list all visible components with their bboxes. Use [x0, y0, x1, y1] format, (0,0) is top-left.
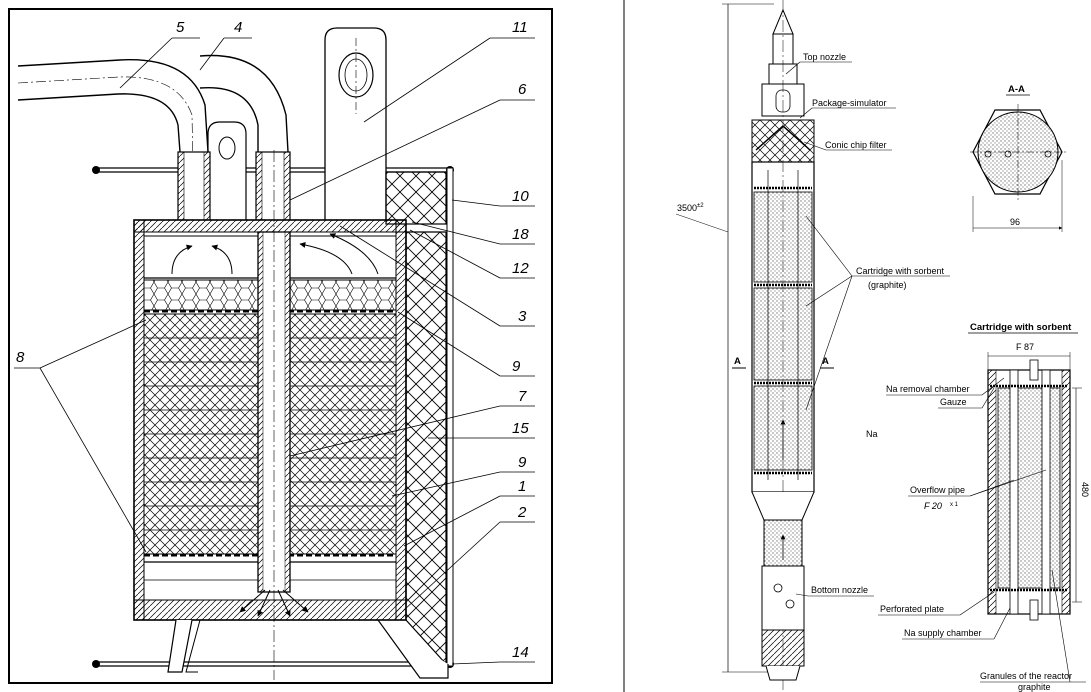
- label-overflow-size-suffix: x 1: [950, 502, 959, 508]
- label-granules-line1: Granules of the reactor: [980, 671, 1072, 681]
- label-bottom-nozzle: Bottom nozzle: [811, 585, 868, 595]
- callout-12: 11: [512, 19, 528, 36]
- callout-18: 18: [512, 226, 529, 243]
- label-gauze: Gauze: [940, 397, 967, 407]
- callout-11: 10: [512, 188, 529, 205]
- section-mark-left: A: [734, 356, 741, 367]
- label-na-removal-chamber: Na removal chamber: [886, 384, 970, 394]
- right-figure: 3500 ±2: [675, 0, 1090, 692]
- label-na-supply-chamber: Na supply chamber: [904, 628, 982, 638]
- bottom-rail: [92, 660, 454, 668]
- label-graphite: (graphite): [868, 280, 907, 290]
- callout-14: 14: [512, 644, 529, 661]
- length-dim-value: 3500: [677, 203, 697, 213]
- label-package-simulator: Package-simulator: [812, 98, 887, 108]
- length-dim-tolerance: ±2: [697, 203, 704, 209]
- callout-9: 9: [518, 454, 527, 471]
- label-overflow-size: F 20: [924, 501, 942, 511]
- vessel-housing: [133, 150, 407, 680]
- section-marks: A A: [732, 356, 834, 369]
- section-a-a: A-A 96: [970, 84, 1066, 232]
- label-perforated-plate: Perforated plate: [880, 604, 944, 614]
- callout-6: 6: [518, 81, 527, 98]
- detail-height: 480: [1080, 482, 1090, 497]
- detail-diameter: F 87: [1016, 342, 1034, 352]
- section-width: 96: [1010, 217, 1020, 227]
- callout-15: 15: [512, 420, 529, 437]
- label-cartridge-with-sorbent: Cartridge with sorbent: [856, 266, 945, 276]
- detail-title: Cartridge with sorbent: [970, 322, 1072, 333]
- assembly-body: [751, 0, 815, 690]
- label-conic-chip-filter: Conic chip filter: [825, 140, 887, 150]
- pipe-5: [17, 59, 211, 225]
- cartridge-detail: Cartridge with sorbent F 87 480: [968, 322, 1090, 621]
- left-figure-frame: [8, 8, 553, 684]
- left-figure: 5 4 11 6 10 18 12 3 9: [8, 8, 553, 684]
- mounting-plate: [324, 27, 387, 224]
- pipe-4: [199, 54, 291, 225]
- callout-10: 9: [512, 358, 521, 375]
- callouts: 5 4 11 6 10 18 12 3 9: [14, 19, 535, 665]
- callout-4: 4: [234, 19, 242, 36]
- label-overflow-pipe: Overflow pipe: [910, 485, 965, 495]
- section-mark-right: A: [822, 356, 829, 367]
- callout-7: 7: [518, 388, 527, 405]
- callout-8: 8: [16, 349, 25, 366]
- callout-2: 2: [517, 504, 527, 521]
- detail-labels: Na removal chamber Gauze Na Overflow pip…: [866, 377, 1086, 692]
- assembly-labels: Top nozzle Package-simulator Conic chip …: [785, 52, 950, 597]
- section-title: A-A: [1008, 84, 1025, 95]
- support-legs: [167, 619, 449, 679]
- callout-13: 12: [512, 260, 529, 277]
- length-dimension: 3500 ±2: [675, 3, 774, 673]
- pipe-lug: [207, 121, 247, 224]
- callout-5: 5: [176, 19, 185, 36]
- label-na: Na: [866, 429, 878, 439]
- label-top-nozzle: Top nozzle: [803, 52, 846, 62]
- label-granules-line2: graphite: [1018, 682, 1051, 692]
- callout-1: 1: [518, 478, 526, 495]
- callout-3: 3: [518, 308, 527, 325]
